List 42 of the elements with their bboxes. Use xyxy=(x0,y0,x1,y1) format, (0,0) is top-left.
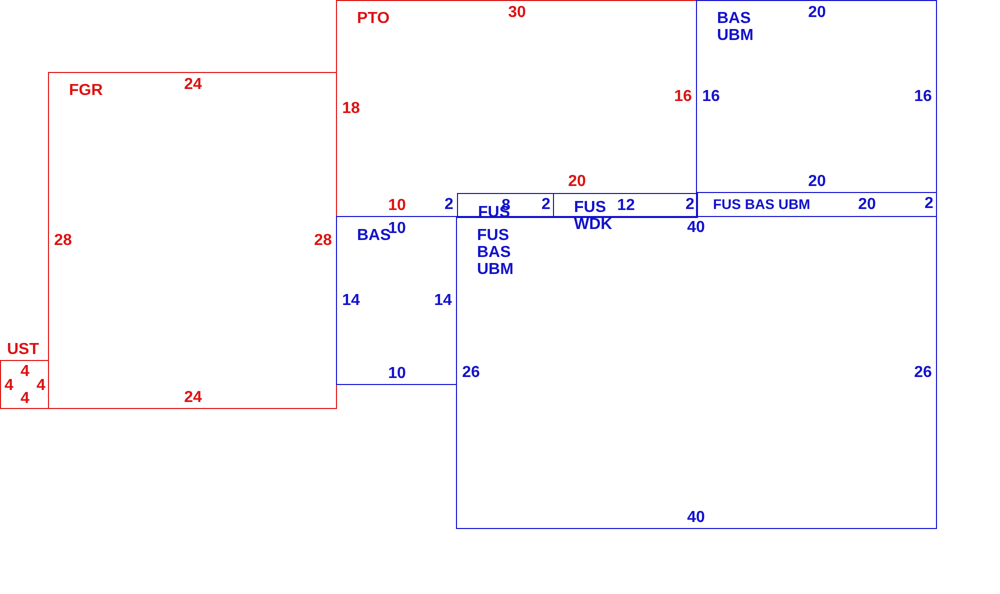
region-box xyxy=(696,192,937,217)
region-label: BAS UBM xyxy=(717,10,754,44)
dimension-label: 40 xyxy=(687,510,705,526)
dimension-label: 10 xyxy=(388,198,406,214)
region-label: FGR xyxy=(69,82,104,99)
dimension-label: 16 xyxy=(674,89,692,105)
dimension-label: 4 xyxy=(20,391,30,407)
region-label: PTO xyxy=(357,10,391,27)
dimension-label: 2 xyxy=(686,197,694,213)
dimension-label: 4 xyxy=(36,378,46,394)
region-label: FUS BAS UBM xyxy=(477,227,514,278)
region-label: UST xyxy=(7,341,40,358)
dimension-label: 28 xyxy=(314,233,332,249)
region-box xyxy=(336,216,457,385)
dimension-label: 14 xyxy=(434,293,452,309)
dimension-label: 2 xyxy=(542,197,550,213)
dimension-label: 26 xyxy=(462,365,480,381)
region-box xyxy=(48,72,337,409)
dimension-label: 4 xyxy=(20,364,30,380)
dimension-label: 16 xyxy=(914,89,932,105)
dimension-label: 24 xyxy=(184,77,202,93)
dimension-label: 40 xyxy=(687,220,705,236)
dimension-label: 2 xyxy=(924,196,934,212)
dimension-label: 12 xyxy=(617,198,635,214)
dimension-label: 18 xyxy=(342,101,360,117)
region-label: FUS WDK xyxy=(574,199,614,233)
dimension-label: 20 xyxy=(568,174,586,190)
dimension-label: 26 xyxy=(914,365,932,381)
dimension-label: 20 xyxy=(808,174,826,190)
dimension-label: 30 xyxy=(508,5,526,21)
region-box xyxy=(696,0,937,193)
dimension-label: 16 xyxy=(702,89,720,105)
dimension-label: 4 xyxy=(4,378,14,394)
dimension-label: 20 xyxy=(808,5,826,21)
dimension-label: 24 xyxy=(184,390,202,406)
dimension-label: 10 xyxy=(388,366,406,382)
region-label: FUS BAS UBM xyxy=(713,197,812,211)
dimension-label: 14 xyxy=(342,293,360,309)
region-box xyxy=(456,216,937,529)
dimension-label: 20 xyxy=(858,197,876,213)
dimension-label: 28 xyxy=(54,233,72,249)
dimension-label: 2 xyxy=(444,197,454,213)
